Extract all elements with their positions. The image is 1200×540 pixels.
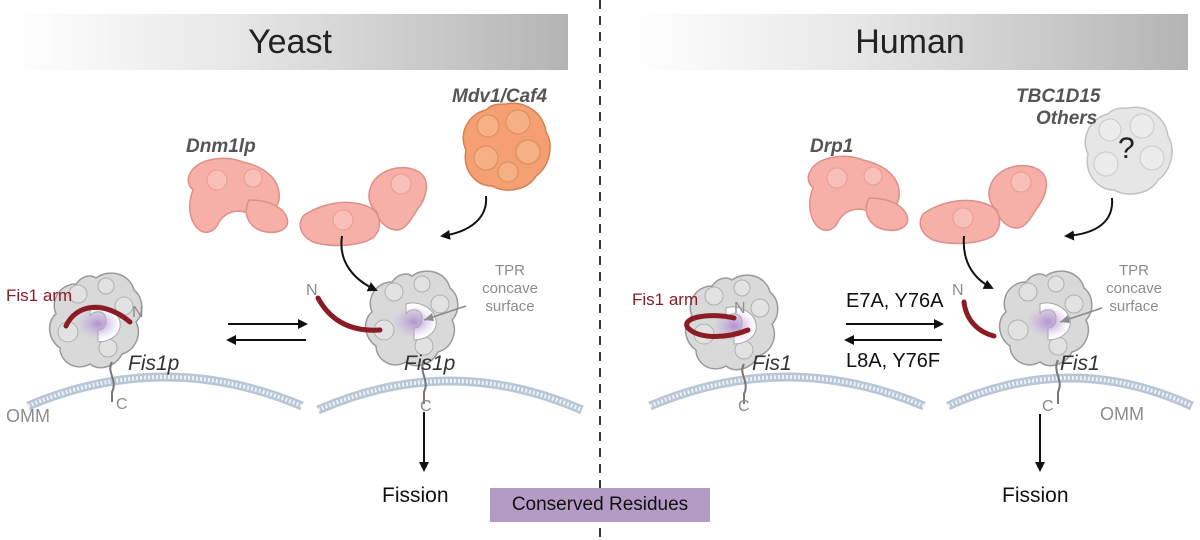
fis1-arm-left — [63, 305, 133, 329]
omm-label-yeast: OMM — [6, 406, 50, 426]
drp1-dimer — [807, 155, 1048, 245]
fis1p-left-tail — [109, 361, 115, 402]
others-label: Others — [1036, 108, 1098, 129]
c-terminus-human-left: C — [738, 398, 750, 415]
tpr-line-3: surface — [485, 298, 535, 315]
tpr-line-1: TPR — [495, 262, 525, 279]
membrane-human-left — [648, 372, 926, 411]
n-terminus-human-left: N — [734, 300, 746, 317]
fis1-arm-label-yeast: Fis1 arm — [6, 286, 73, 305]
tpr-line-3: surface — [1109, 298, 1159, 315]
drp1-label: Drp1 — [810, 136, 854, 157]
tbc1d15-label: TBC1D15 — [1016, 86, 1101, 107]
c-terminus-yeast-left: C — [116, 396, 128, 413]
fis1-arm-label-human: Fis1 arm — [632, 290, 699, 309]
tpr-label-human: TPR concave surface — [1094, 262, 1174, 316]
yeast-header: Yeast — [12, 14, 568, 70]
tbc1d15-globule — [1084, 106, 1173, 195]
membrane-yeast-right — [316, 376, 584, 415]
fis1-arm-right-extended — [315, 295, 383, 333]
fis1-right-label: Fis1 — [1060, 352, 1100, 375]
fis1p-left-label: Fis1p — [128, 352, 180, 375]
fis1-right-tail — [1055, 359, 1061, 404]
tpr-line-2: concave — [1106, 280, 1162, 297]
arrow-tbc1d15-to-fis1 — [1064, 197, 1114, 241]
n-terminus-yeast-left: N — [132, 304, 144, 321]
fis1-arm-human-right — [961, 299, 997, 339]
n-terminus-human-right: N — [952, 282, 964, 299]
mdv1-caf4-globule — [462, 102, 551, 191]
mdv1-caf4-label: Mdv1/Caf4 — [452, 86, 548, 107]
c-terminus-yeast-right: C — [420, 398, 432, 415]
mutations-forward-label: E7A, Y76A — [846, 290, 944, 312]
human-title: Human — [855, 22, 965, 61]
arrow-mdv1-to-fis1p — [440, 195, 488, 240]
mutations-reverse-label: L8A, Y76F — [846, 350, 941, 372]
human-header: Human — [632, 14, 1188, 70]
fis1p-right-tail — [421, 359, 427, 404]
omm-label-human: OMM — [1100, 404, 1144, 424]
membrane-yeast-left — [26, 372, 304, 411]
conserved-residues-label: Conserved Residues — [511, 494, 689, 515]
arrow-dnm1lp-to-fis1p — [340, 235, 378, 292]
tpr-label-yeast: TPR concave surface — [470, 262, 550, 316]
c-terminus-human-right: C — [1042, 398, 1054, 415]
unknown-question-mark: ? — [1118, 132, 1135, 165]
tpr-line-2: concave — [482, 280, 538, 297]
tpr-line-1: TPR — [1119, 262, 1149, 279]
dnm1lp-label: Dnm1lp — [186, 136, 256, 157]
n-terminus-yeast-right: N — [306, 282, 318, 299]
fis1p-right-label: Fis1p — [404, 352, 456, 375]
fis1-left-label: Fis1 — [752, 352, 792, 375]
fission-label-yeast: Fission — [382, 484, 449, 507]
fis1-arm-human-left — [684, 313, 751, 339]
arrow-drp1-to-fis1 — [962, 235, 994, 289]
fis1-left-tail — [741, 363, 747, 404]
yeast-title: Yeast — [248, 22, 332, 61]
conserved-residues-legend: Conserved Residues — [490, 488, 710, 522]
dnm1lp-dimer — [187, 157, 428, 247]
fission-label-human: Fission — [1002, 484, 1069, 507]
